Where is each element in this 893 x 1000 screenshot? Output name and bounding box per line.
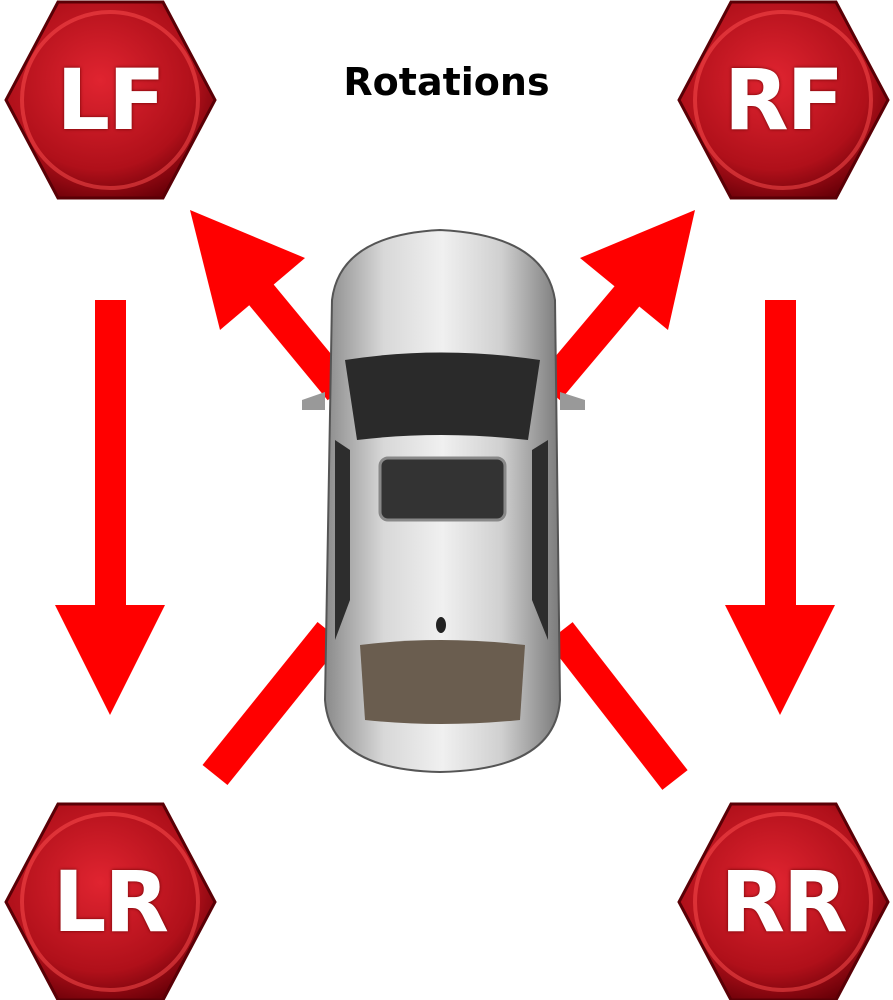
diagram-title: Rotations [343,60,550,104]
lr-lug-cap: LR [3,802,217,1000]
rr-lug-cap: RR [676,802,890,1000]
lr-label: LR [52,853,169,951]
arrow-rf-to-rr [725,300,835,715]
arrow-lr-to-rf [535,210,695,790]
rr-label: RR [720,853,847,951]
lf-lug-cap: LF [3,0,217,200]
arrow-lf-to-lr [55,300,165,715]
lf-label: LF [56,51,166,149]
rf-lug-cap: RF [676,0,890,200]
car-top-view [302,228,585,774]
arrow-rr-to-lf [190,210,353,786]
rf-label: RF [723,51,844,149]
